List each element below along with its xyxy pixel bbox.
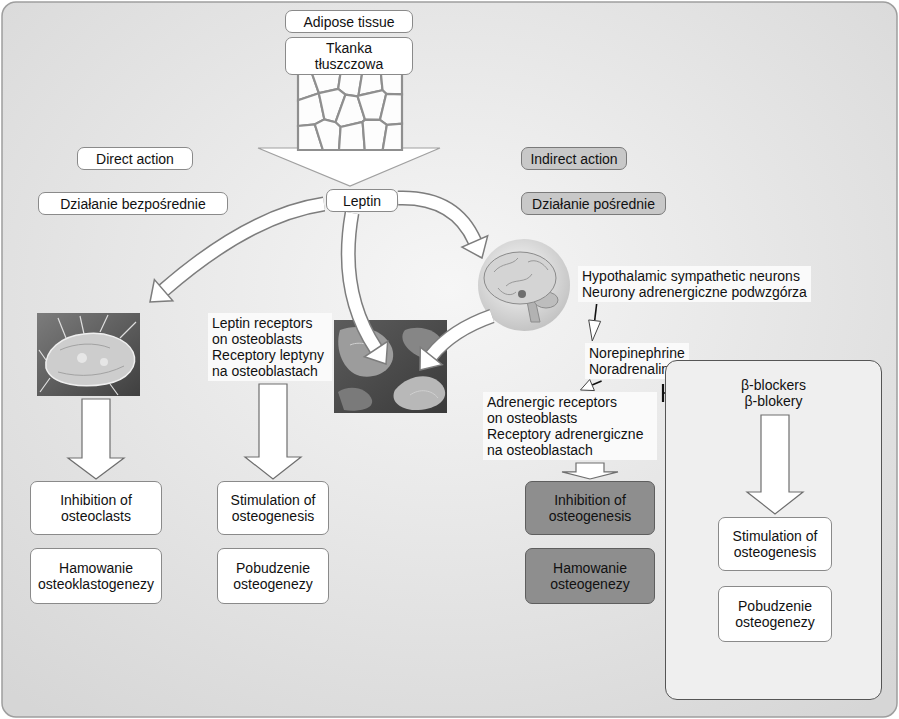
- neuron-label: Hypothalamic sympathetic neuronsNeurony …: [578, 266, 811, 302]
- pathway-header: Działanie bezpośrednie: [38, 192, 228, 215]
- signal-arrow: [580, 380, 601, 391]
- leptin-action-arrow: [348, 213, 376, 349]
- node-text: Hamowanie osteogenezy: [530, 560, 650, 592]
- osteoclast-micrograph: [60, 344, 110, 350]
- effect-box: Inhibition of osteogenesis: [525, 481, 655, 535]
- osteoclast-micrograph: [37, 313, 140, 396]
- leptin-action-arrow: [431, 316, 492, 356]
- node-text: Inhibition of osteoclasts: [35, 492, 157, 524]
- brain-picture: [518, 290, 526, 298]
- effect-arrow: [562, 463, 618, 479]
- fat-cell: [339, 122, 365, 150]
- effect-arrow: [245, 384, 301, 479]
- node-text: Inhibition of osteogenesis: [530, 492, 650, 524]
- effect-arrow: [68, 399, 124, 479]
- node-text: β-blokery: [666, 393, 881, 409]
- effect-arrow: [562, 463, 618, 479]
- signal-arrow: [592, 381, 602, 385]
- effect-box: Inhibition of osteoclasts: [30, 481, 162, 535]
- pathway-header: Indirect action: [521, 147, 627, 170]
- node-text: Działanie bezpośrednie: [43, 196, 223, 212]
- leptin-action-arrow: [398, 198, 475, 242]
- effect-box: Stimulation of osteogenesis: [718, 517, 832, 571]
- pathway-header: Działanie pośrednie: [521, 192, 666, 215]
- node-text: Pobudzenie osteogenezy: [723, 598, 827, 630]
- signal-arrow: [580, 380, 594, 391]
- leptin-action-arrow: [431, 316, 492, 356]
- effect-box: Pobudzenie osteogenezy: [217, 548, 329, 604]
- effect-arrow: [245, 384, 301, 479]
- leptin-action-arrow: [348, 213, 376, 349]
- leptin-action-arrow: [398, 198, 475, 242]
- osteoclast-micrograph: [58, 366, 124, 375]
- node-text: Stimulation of osteogenesis: [723, 528, 827, 560]
- node-text: Pobudzenie osteogenezy: [222, 560, 324, 592]
- inhibition-line: [662, 384, 664, 402]
- leptin-action-arrow: [164, 204, 324, 290]
- effect-box: Pobudzenie osteogenezy: [718, 586, 832, 642]
- receptor-label: Adrenergic receptors on osteoblastsRecep…: [483, 392, 657, 460]
- adipose-tissue-picture: [298, 66, 402, 150]
- osteoclast-micrograph: [77, 353, 87, 363]
- panel-heading: β-blockersβ-blokery: [666, 377, 881, 409]
- fat-cell: [380, 94, 402, 125]
- signal-arrow: [589, 304, 601, 341]
- effect-box: Stimulation of osteogenesis: [217, 481, 329, 535]
- leptin-action-arrow: [462, 236, 488, 258]
- osteoclast-micrograph: [39, 315, 136, 395]
- source-box: Tkanka tłuszczowa: [285, 37, 413, 75]
- leptin-action-arrow: [164, 204, 324, 290]
- node-text: β-blockers: [666, 377, 881, 393]
- node-text: Receptory adrenergiczne na osteoblastach: [487, 426, 653, 458]
- osteoblast-micrograph: [394, 376, 446, 410]
- fat-cell: [315, 119, 341, 150]
- osteoblast-micrograph: [334, 320, 447, 413]
- node-text: Stimulation of osteogenesis: [222, 492, 324, 524]
- fat-cell: [383, 124, 402, 150]
- leptin-action-arrow: [420, 347, 442, 370]
- effect-arrow: [747, 415, 803, 514]
- drug-panel: β-blockersβ-blokeryStimulation of osteog…: [665, 360, 882, 700]
- node-text: Hypothalamic sympathetic neurons: [582, 268, 807, 284]
- hormone-box: Leptin: [326, 189, 398, 212]
- node-text: Direct action: [82, 151, 188, 167]
- brain-picture: [484, 252, 556, 304]
- adipose-tissue-picture: [298, 66, 402, 150]
- node-text: Adipose tissue: [290, 14, 408, 30]
- osteoblast-micrograph: [338, 388, 372, 411]
- receptor-label: Leptin receptors on osteoblastsReceptory…: [208, 313, 332, 381]
- effect-box: Hamowanie osteogenezy: [525, 548, 655, 604]
- osteoclast-micrograph: [37, 313, 140, 396]
- node-text: Neurony adrenergiczne podwzgórza: [582, 284, 807, 300]
- node-text: Hamowanie osteoklastogenezy: [35, 560, 157, 592]
- osteoclast-micrograph: [46, 333, 135, 385]
- node-text: Indirect action: [526, 151, 622, 167]
- signal-arrow: [595, 304, 597, 321]
- node-text: Leptin receptors on osteoblasts: [212, 315, 328, 347]
- source-box: Adipose tissue: [285, 10, 413, 33]
- node-text: Adrenergic receptors on osteoblasts: [487, 394, 629, 426]
- node-text: Działanie pośrednie: [526, 196, 661, 212]
- pathway-header: Direct action: [77, 147, 193, 170]
- leptin-action-arrow: [364, 341, 387, 364]
- brain-picture: [494, 258, 548, 295]
- osteoblast-micrograph: [334, 320, 447, 413]
- release-chevron: [258, 148, 440, 186]
- node-text: Leptin: [331, 193, 393, 209]
- effect-box: Hamowanie osteoklastogenezy: [30, 548, 162, 604]
- leptin-action-arrow: [150, 280, 173, 302]
- node-text: Receptory leptyny na osteoblastach: [212, 347, 328, 379]
- signal-arrow: [589, 320, 601, 341]
- osteoclast-micrograph: [100, 358, 108, 366]
- node-text: Norepinephrine: [589, 345, 685, 361]
- node-text: Tkanka tłuszczowa: [290, 40, 408, 72]
